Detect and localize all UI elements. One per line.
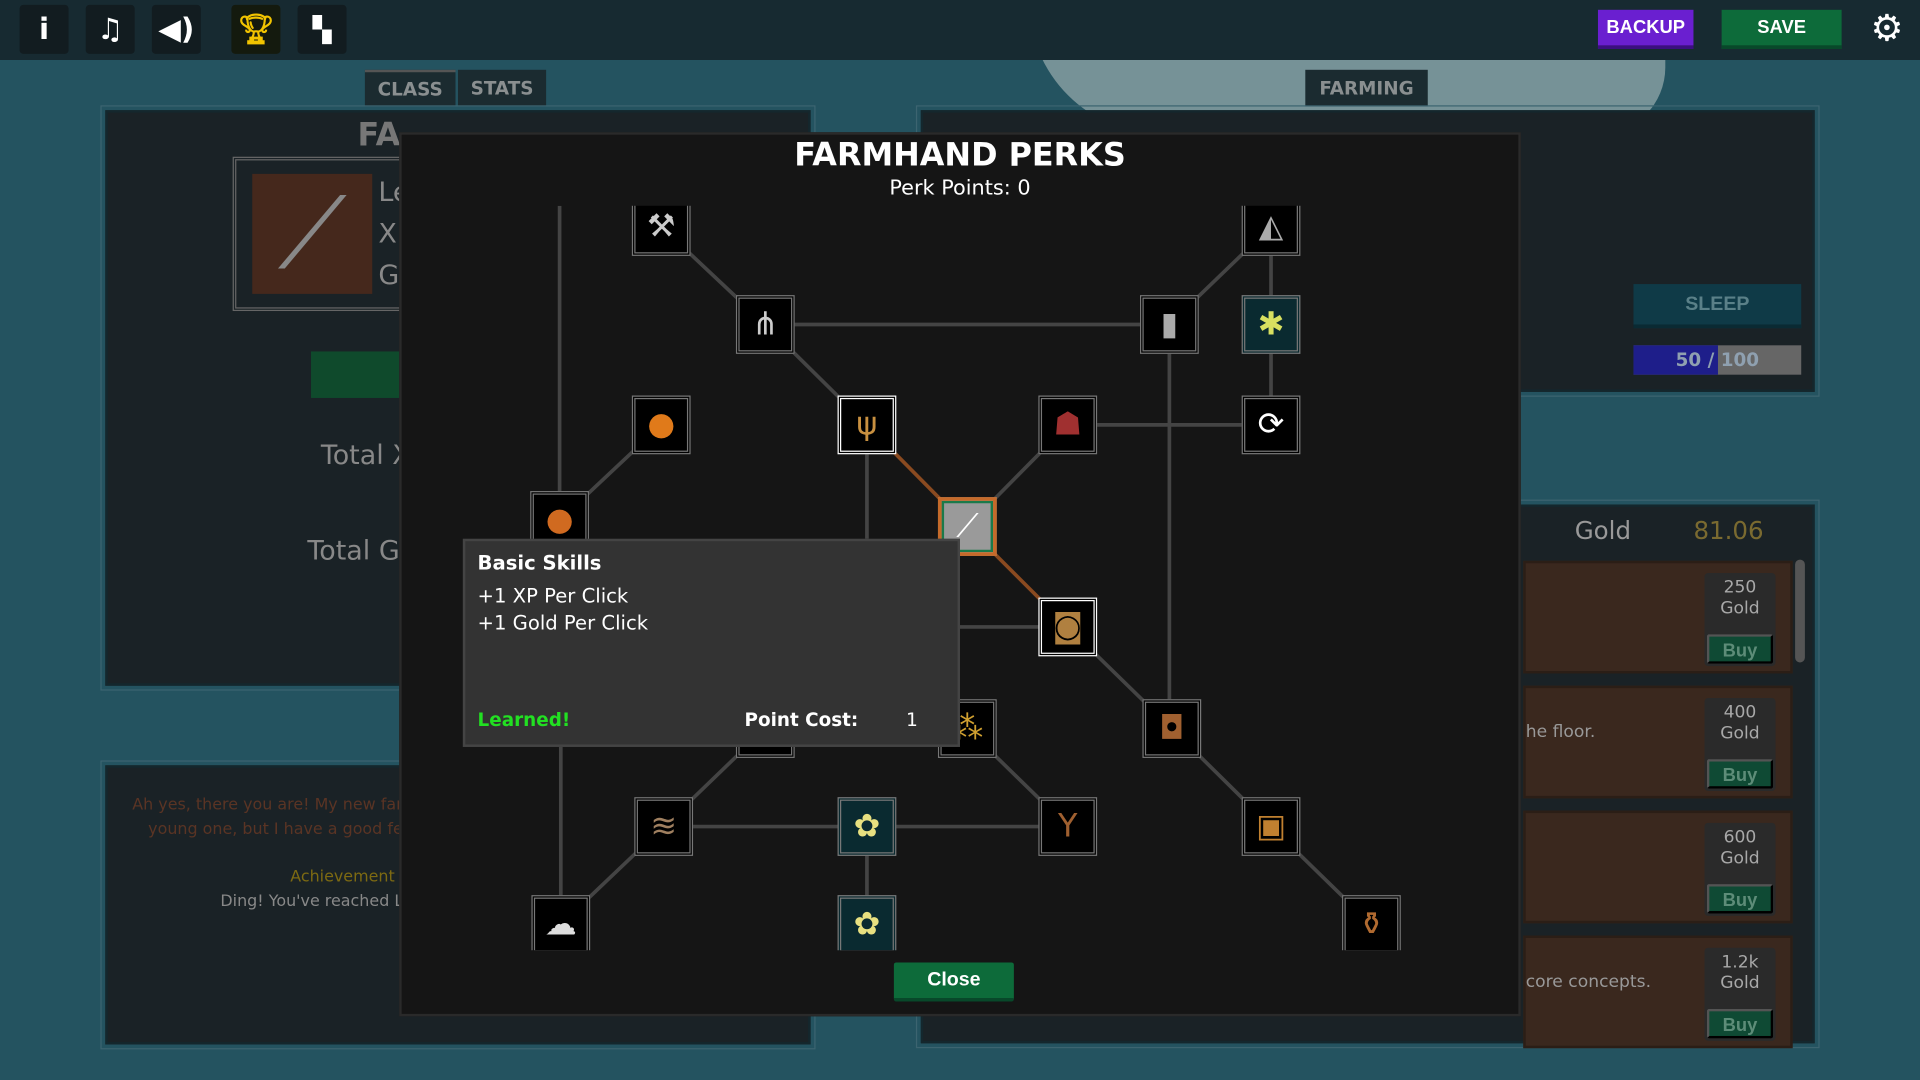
price-unit: Gold [1720,848,1760,869]
price: 1.2k [1721,952,1759,973]
total-xp-label: Total X [320,440,411,472]
price-unit: Gold [1720,973,1760,994]
class-action-button[interactable] [311,351,409,398]
food-bowl-perk-icon[interactable]: ● [631,395,691,455]
energy-max: 100 [1720,348,1760,372]
wheat-glow-perk-icon[interactable]: ✱ [1241,295,1301,354]
refresh-perk-icon[interactable]: ⟳ [1241,395,1301,455]
buy-button[interactable]: Buy [1706,759,1774,789]
tooltip-cost-label: Point Cost: [744,708,859,732]
achievement-label: Achievement [290,868,395,887]
perk-tooltip: Basic Skills +1 XP Per Click +1 Gold Per… [462,538,961,747]
crate-perk-icon[interactable]: ▣ [1241,797,1301,856]
log-line: young one, but I have a good fe [148,820,403,839]
rake-perk-icon[interactable]: ⋔ [735,295,795,354]
buy-button[interactable]: Buy [1706,884,1774,914]
barrel-perk-icon[interactable]: ◘ [1142,699,1202,758]
price-unit: Gold [1720,723,1760,744]
pitchfork-perk-icon[interactable]: ψ [837,395,897,455]
energy-separator: / [1707,348,1715,372]
sheep-perk-icon[interactable]: ☁ [531,895,591,951]
tooltip-cost-value: 1 [906,708,918,732]
flower-perk-icon-2[interactable]: ✿ [837,895,897,951]
energy-current: 50 [1675,348,1702,372]
perks-modal [399,132,1521,1017]
tooltip-effect: +1 Gold Per Click [477,611,649,635]
gold-value: 81.06 [1693,515,1764,545]
energy-bar-fill [1633,345,1718,375]
price: 250 [1723,577,1757,598]
plow-perk-icon[interactable]: ◭ [1241,205,1301,256]
modal-title: FARMHAND PERKS [794,137,1126,174]
map-icon[interactable]: ▚ [297,4,347,54]
total-gold-label: Total G [307,536,400,567]
music-icon[interactable]: ♫ [85,4,135,54]
basket-perk-icon[interactable]: ◙ [1038,597,1098,657]
perk-tree[interactable]: ⚒ ⋔ ● ψ ● ⟋ ☗ ▮ ◭ ✱ ⟳ ◙ ◘ ⁂ ≋ ✿ Y ▣ ☁ ✿ … [402,205,1519,951]
close-button[interactable]: Close [893,962,1014,1002]
shovel-perk-icon[interactable]: ⚒ [631,205,691,256]
tooltip-perk-name: Basic Skills [477,551,602,575]
buy-button[interactable]: Buy [1706,1008,1774,1039]
sound-icon[interactable]: ◀) [151,4,201,54]
gold-label: Gold [1574,515,1632,545]
sleep-button[interactable]: SLEEP [1633,284,1802,329]
perk-points-value: 0 [1017,176,1031,201]
shop-item-desc: he floor. [1525,722,1596,743]
shop-item-desc: core concepts. [1525,972,1652,992]
log-line: Ah yes, there you are! My new farm [132,795,418,815]
scythe-icon: ⟋ [252,173,373,294]
branch-perk-icon[interactable]: Y [1038,797,1098,856]
price-unit: Gold [1720,598,1760,619]
achievement-text: Ding! You've reached L [220,892,404,912]
backup-button[interactable]: BACKUP [1597,9,1694,49]
tab-class[interactable]: CLASS [364,69,456,107]
energy-bar: 50 / 100 [1633,345,1802,375]
gold-label: G [378,260,400,292]
buy-button[interactable]: Buy [1706,634,1774,664]
info-icon[interactable]: i [19,4,69,54]
tooltip-status: Learned! [477,708,571,732]
cleaver-perk-icon[interactable]: ▮ [1140,295,1199,354]
shop-scrollbar[interactable] [1795,559,1805,663]
trophy-icon[interactable]: 🏆︎ [231,4,281,54]
class-title: FA [357,117,401,155]
tab-farming[interactable]: FARMING [1305,69,1428,107]
scroll-perk-icon[interactable]: ≋ [634,797,694,856]
price: 600 [1723,827,1757,848]
perk-points-label: Perk Points: [889,176,1011,201]
hooded-farmer-perk-icon[interactable]: ☗ [1038,395,1098,455]
seed-pots-perk-icon[interactable]: ⚱ [1342,895,1401,951]
flower-perk-icon[interactable]: ✿ [837,797,897,856]
price: 400 [1723,702,1757,723]
gear-icon[interactable]: ⚙ [1870,7,1904,51]
save-button[interactable]: SAVE [1721,9,1842,49]
tab-stats[interactable]: STATS [457,69,547,107]
tooltip-effect: +1 XP Per Click [477,584,629,608]
